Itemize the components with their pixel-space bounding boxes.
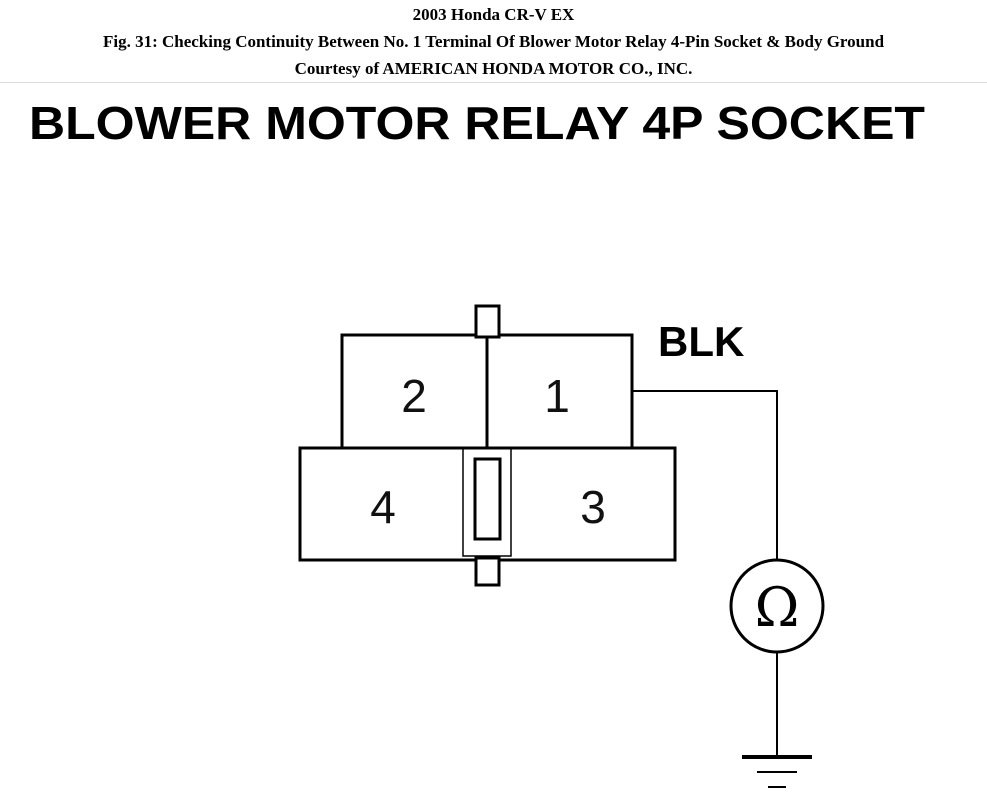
terminal-4-label: 4 [370,481,396,533]
ohmmeter-icon: Ω [729,558,825,654]
relay-socket-diagram: BLOWER MOTOR RELAY 4P SOCKET 2 1 4 3 BLK… [29,97,925,788]
figure-header: 2003 Honda CR-V EX Fig. 31: Checking Con… [0,0,987,83]
ohm-symbol: Ω [755,576,800,639]
test-lead-wire [632,390,778,560]
terminal-3-label: 3 [580,481,606,533]
terminal-1-label: 1 [544,370,570,422]
figure-caption: Fig. 31: Checking Continuity Between No.… [102,32,885,51]
center-latch-housing [462,447,512,557]
diagram-title: BLOWER MOTOR RELAY 4P SOCKET [29,97,925,149]
courtesy-line: Courtesy of AMERICAN HONDA MOTOR CO., IN… [294,59,693,78]
wire-color-label: BLK [658,318,744,365]
ground-icon [742,755,812,788]
top-key-tab [474,304,501,339]
terminal-2-label: 2 [401,370,427,422]
bottom-key-tab [474,556,501,587]
center-latch [473,457,502,541]
vehicle-title: 2003 Honda CR-V EX [412,5,575,24]
